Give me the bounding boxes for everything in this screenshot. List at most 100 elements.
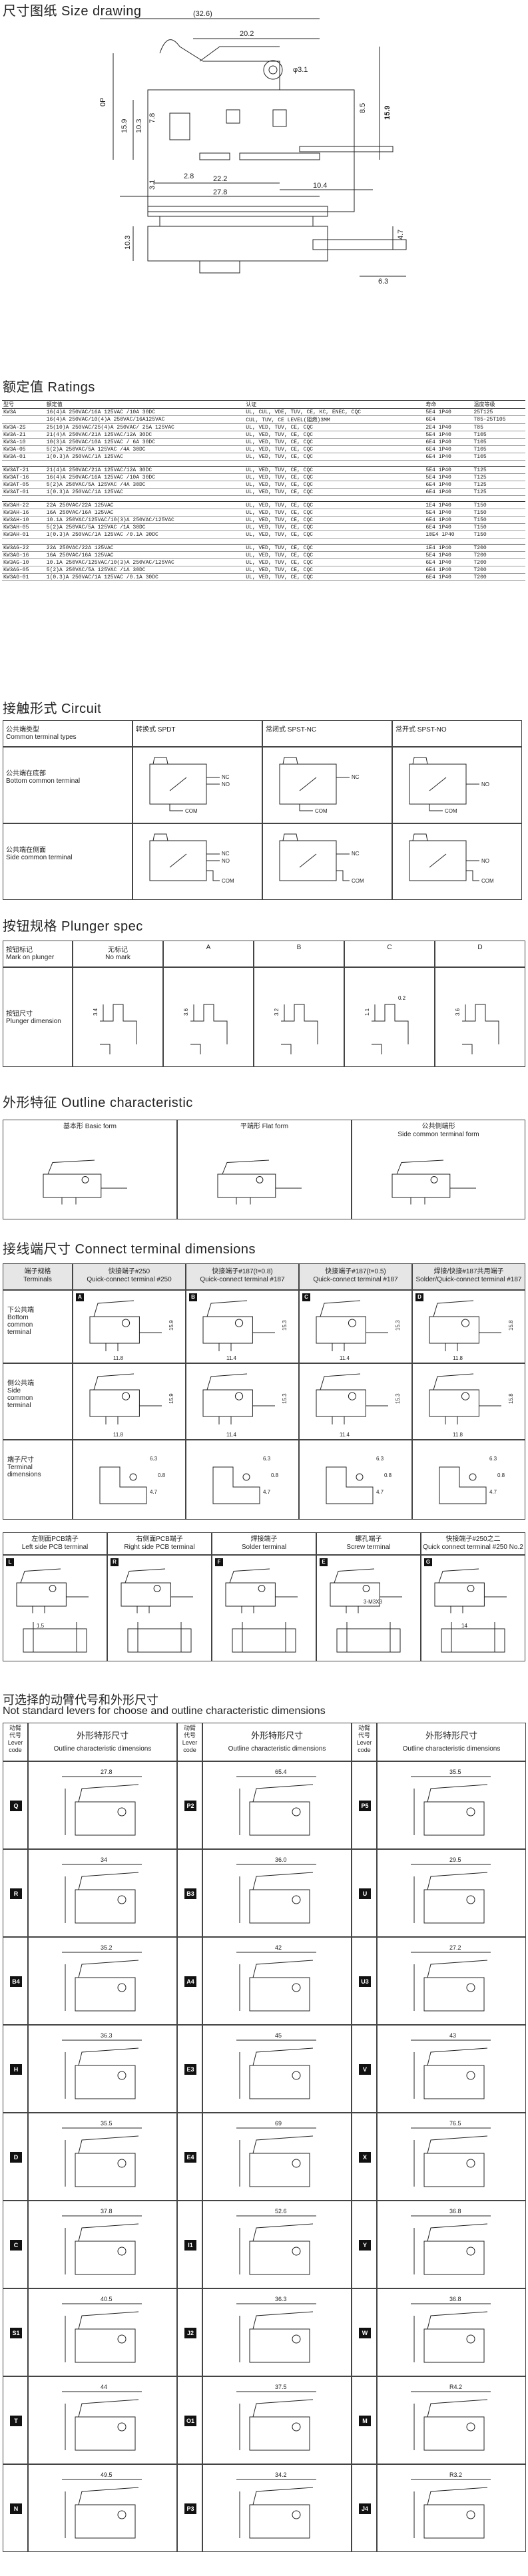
ratings-cell: 6E4 1P40 — [424, 481, 473, 489]
connect-diagram: 11.8 15.8 — [429, 1300, 514, 1361]
ratings-cell: KW3A-21 — [2, 431, 45, 439]
lever-dim: 29.5 — [449, 1856, 461, 1863]
ratings-header-1: 额定值 — [45, 400, 245, 409]
ratings-cell: UL, VED, TUV, CE, CQC — [244, 516, 425, 524]
ratings-header-3: 寿命 — [424, 400, 473, 409]
ratings-cell: T200 — [472, 551, 525, 559]
pin-nc: NC — [222, 774, 230, 780]
pin-nc: NC — [352, 774, 360, 780]
connect-letter-1: B — [189, 1293, 197, 1301]
lever-dim: 44 — [101, 2384, 107, 2390]
lever-diagram: 35.5 — [62, 2120, 142, 2187]
lever-dims-cell: 36.8 — [377, 2288, 526, 2376]
connect-header-3: 快接端子#187(t=0.5)Quick-connect terminal #1… — [299, 1263, 412, 1290]
ratings-cell: KW3AT-21 — [2, 466, 45, 474]
lever-code: P5 — [359, 1801, 371, 1811]
svg-text:15.9: 15.9 — [384, 106, 392, 120]
terminal-dim: 0.8 — [271, 1472, 279, 1478]
lever-code-cell: A4 — [177, 1937, 202, 2025]
terminal-dim: 4.7 — [489, 1489, 497, 1495]
plunger-mark-1: A — [163, 941, 254, 967]
plunger-dim-cell: 3.6 — [435, 967, 525, 1067]
pcb-letter-0: L — [6, 1558, 14, 1566]
ratings-cell: 2E4 1P40 — [424, 423, 473, 431]
terminal-dim: 6.3 — [263, 1456, 271, 1462]
lever-dim: 52.6 — [275, 2208, 287, 2215]
connect-dim: 11.8 — [453, 1355, 463, 1361]
pcb-diagram: 1.5 — [16, 1568, 89, 1653]
ratings-header-0: 型号 — [2, 400, 45, 409]
lever-diagram: 69 — [236, 2120, 316, 2187]
pin-com: COM — [222, 878, 234, 884]
terminal-dim: 6.3 — [150, 1456, 158, 1462]
lever-code: B4 — [10, 1976, 22, 1987]
ratings-spacer — [2, 496, 525, 502]
connect-dim: 15.8 — [508, 1320, 514, 1331]
dim-20-2: 20.2 — [240, 30, 254, 38]
svg-text:15.9: 15.9 — [121, 119, 129, 133]
dim-hole: φ3.1 — [293, 66, 308, 74]
ratings-cell: UL, VED, TUV, CE, CQC — [244, 438, 425, 446]
lever-diagram: 42 — [236, 1944, 316, 2012]
lever-code-cell: W — [352, 2288, 377, 2376]
ratings-cell: T150 — [472, 516, 525, 524]
circuit-diagram: NO COM — [409, 833, 494, 884]
connect-diagram: 11.8 15.9 — [89, 1373, 174, 1438]
ratings-cell: T105 — [472, 445, 525, 453]
lever-code-cell: Q — [3, 1761, 28, 1849]
ratings-cell: UL, VED, TUV, CE, CQC — [244, 566, 425, 574]
svg-text:22.2: 22.2 — [213, 175, 227, 183]
lever-dim: 42 — [275, 1944, 282, 1951]
lever-code-cell: J4 — [352, 2464, 377, 2552]
pin-com: COM — [481, 878, 494, 884]
pin-no: NO — [481, 858, 489, 864]
ratings-cell: T200 — [472, 558, 525, 566]
plunger-dim-value: 3.6 — [455, 1008, 461, 1016]
lever-dims-cell: 42 — [202, 1937, 352, 2025]
lever-code: U — [359, 1888, 371, 1899]
size-drawing-section: 尺寸图纸 Size drawing (32.6) — [0, 0, 528, 212]
ratings-cell: UL, VED, TUV, CE, CQC — [244, 453, 425, 461]
connect-dim: 15.9 — [168, 1393, 174, 1404]
terminal-dim: 6.3 — [489, 1456, 497, 1462]
lever-dim: 36.8 — [449, 2296, 461, 2302]
ratings-cell: 10.1A 250VAC/125VAC/10(3)A 250VAC/125VAC — [45, 516, 245, 524]
pin-no: NO — [481, 781, 489, 787]
connect-dim: 15.3 — [395, 1320, 401, 1331]
ratings-cell: T150 — [472, 501, 525, 509]
ratings-cell: 21(4)A 250VAC/21A 125VAC/12A 30DC — [45, 431, 245, 439]
lever-code: T — [10, 2416, 22, 2426]
ratings-cell: T150 — [472, 523, 525, 531]
connect-letter-2: C — [302, 1293, 310, 1301]
outline-label-1: 平端形 Flat form — [240, 1123, 289, 1130]
circuit-diagram-cell: NO COM — [392, 823, 522, 900]
connect-diagram: 11.415.3 — [202, 1373, 288, 1438]
connect-dim: 11.8 — [113, 1432, 124, 1438]
lever-dim: 65.4 — [275, 1769, 287, 1775]
lever-dims-cell: 36.8 — [377, 2201, 526, 2288]
ratings-cell: 6E4 1P40 — [424, 438, 473, 446]
lever-diagram: 36.8 — [411, 2208, 491, 2275]
pcb-letter-1: R — [111, 1558, 119, 1566]
plunger-diagram: 3.6 — [183, 1004, 228, 1054]
